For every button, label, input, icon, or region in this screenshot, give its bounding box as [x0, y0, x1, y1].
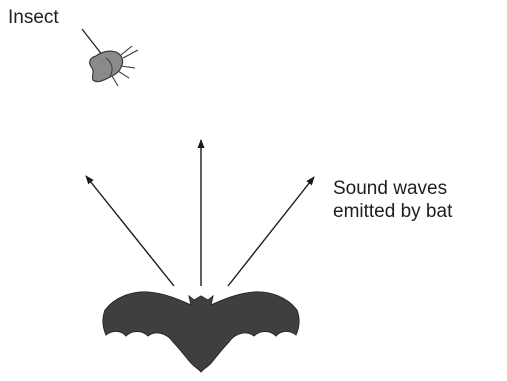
sound-wave-arrow-left: [86, 176, 174, 286]
insect-leader-line: [82, 29, 103, 56]
insect-label: Insect: [8, 6, 59, 29]
sound-waves-label-line2: emitted by bat: [333, 200, 452, 223]
bat-silhouette: [103, 292, 299, 372]
sound-waves-label: Sound waves emitted by bat: [333, 177, 452, 223]
sound-wave-arrow-right: [228, 177, 314, 286]
insect-illustration: [90, 46, 138, 86]
sound-waves-label-line1: Sound waves: [333, 177, 452, 200]
